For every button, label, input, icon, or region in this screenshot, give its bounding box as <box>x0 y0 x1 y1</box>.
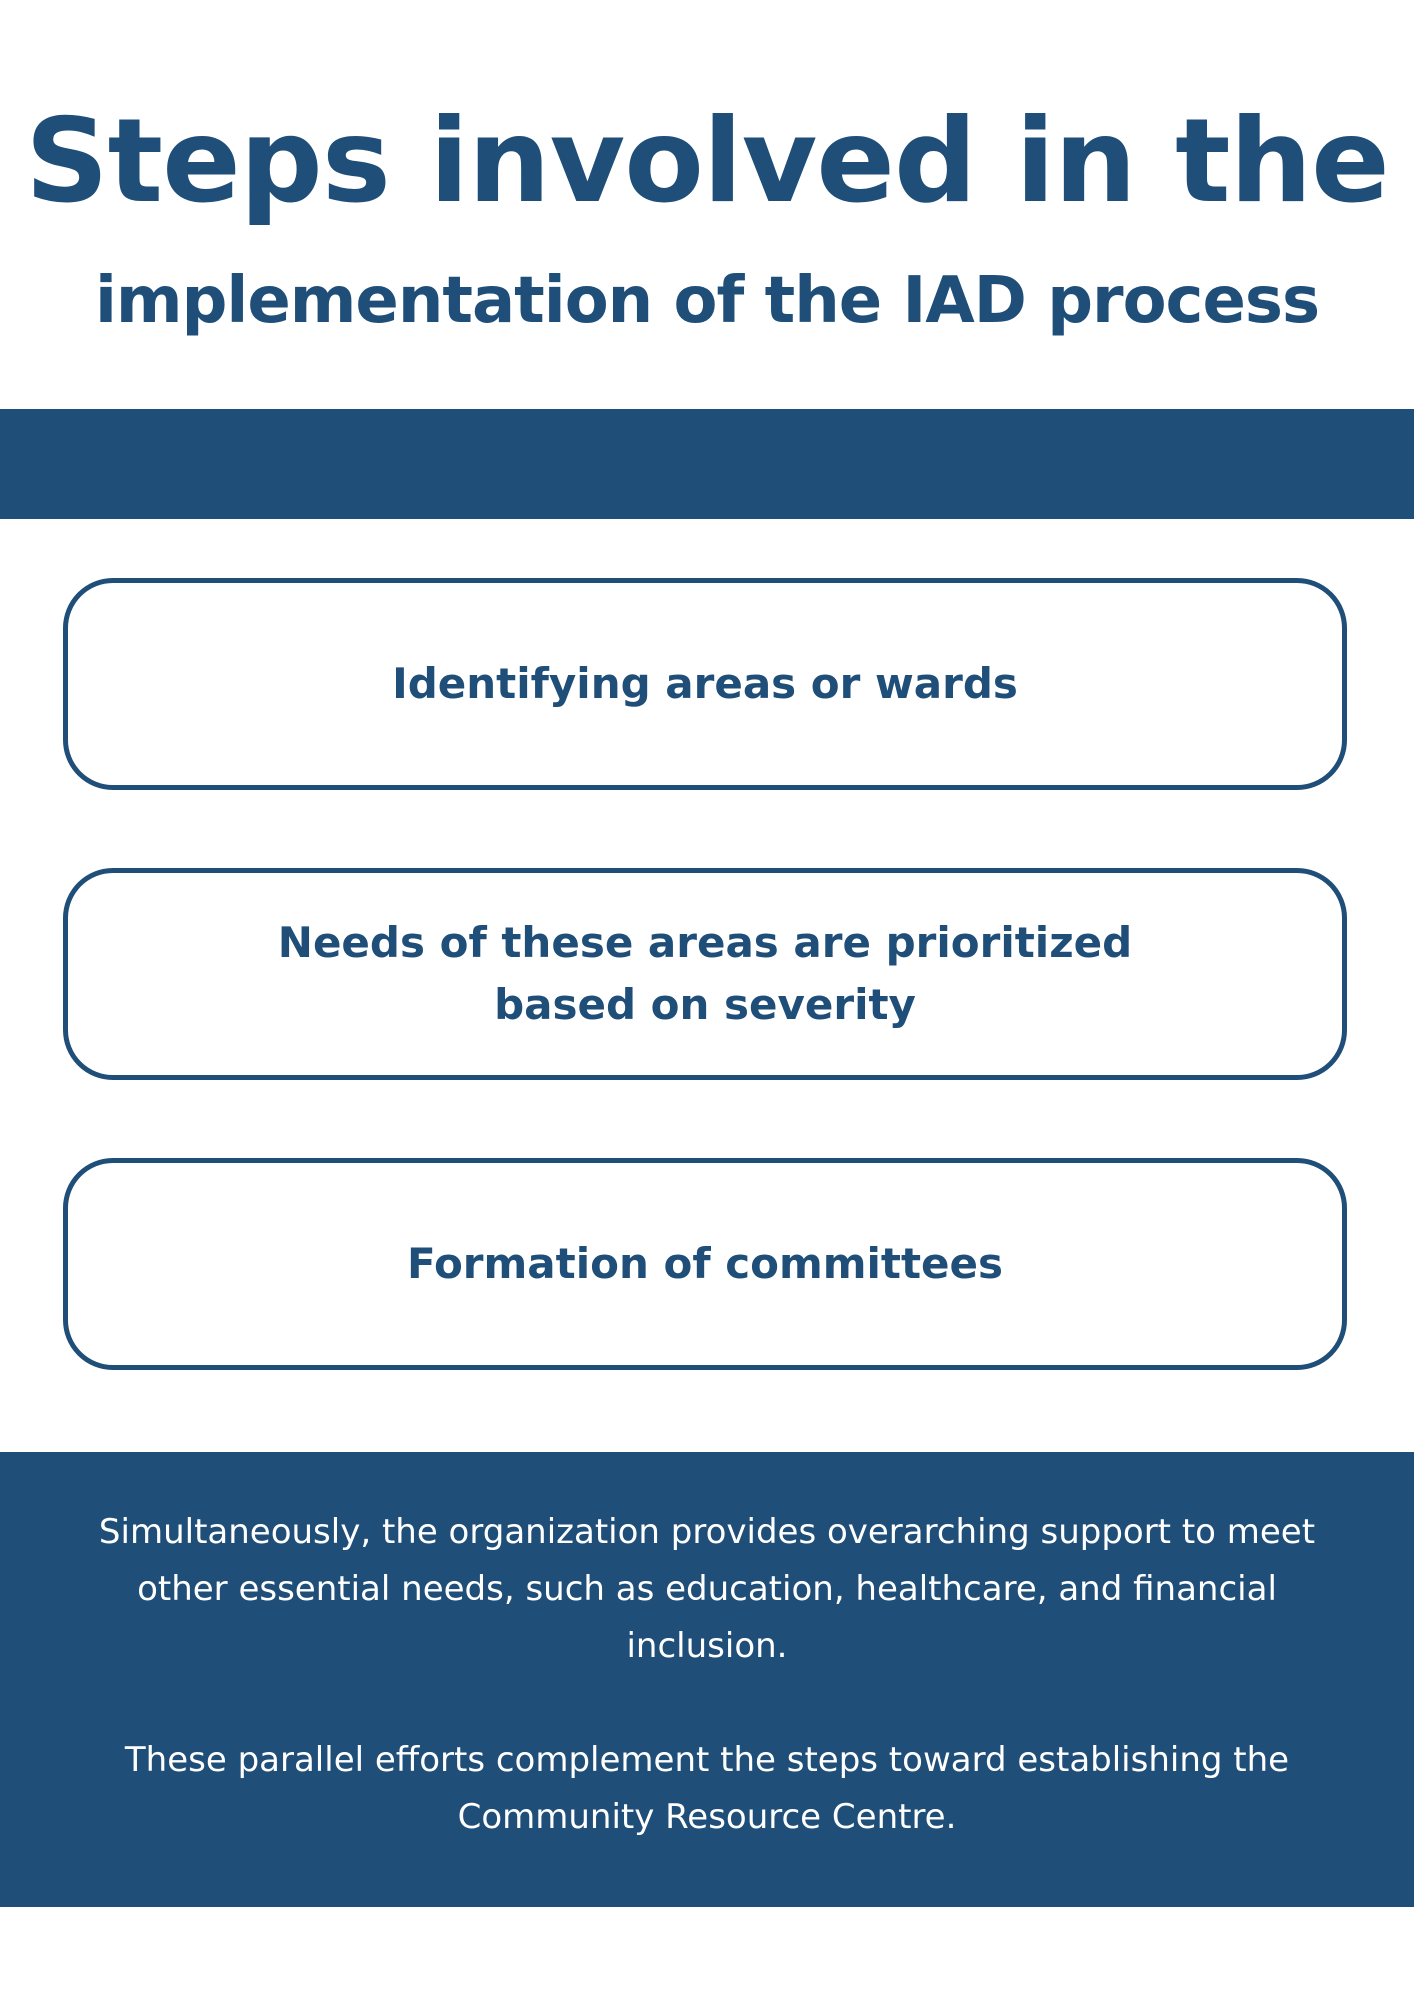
step-box-1: Identifying areas or wards <box>63 578 1347 790</box>
step-box-2: Needs of these areas are prioritized bas… <box>63 868 1347 1080</box>
step-label: Identifying areas or wards <box>392 659 1018 708</box>
header-band <box>0 409 1414 519</box>
step-label: Formation of committees <box>406 1239 1004 1288</box>
footer-paragraph-2: These parallel efforts complement the st… <box>124 1740 1290 1837</box>
title-line-2: implementation of the IAD process <box>94 264 1320 338</box>
step-label: Needs of these areas are prioritized bas… <box>277 918 1133 1029</box>
footer-panel: Simultaneously, the organization provide… <box>0 1452 1414 1907</box>
title-line-1: Steps involved in the <box>25 94 1390 229</box>
step-box-3: Formation of committees <box>63 1158 1347 1370</box>
footer-paragraph-1: Simultaneously, the organization provide… <box>98 1512 1316 1666</box>
